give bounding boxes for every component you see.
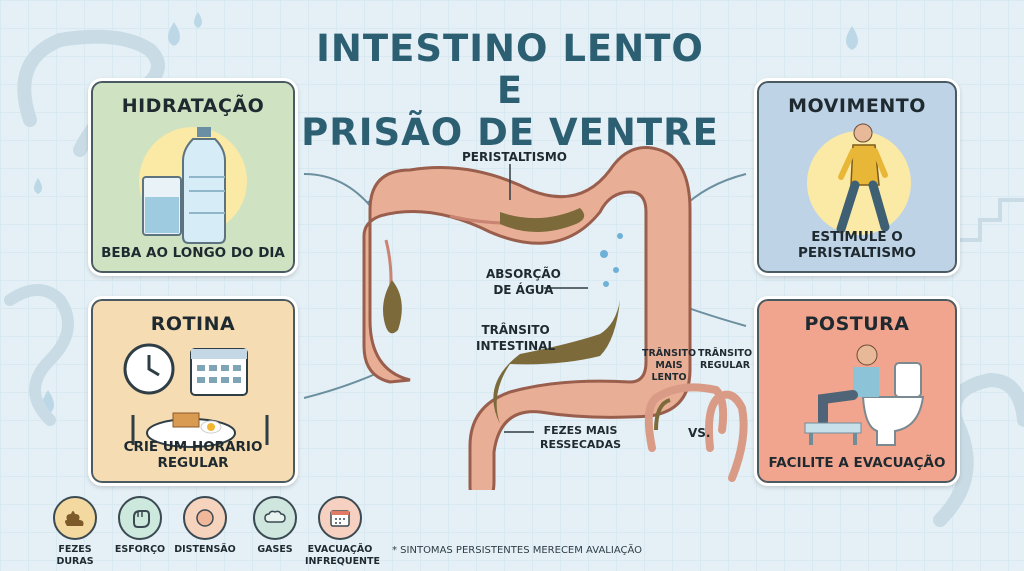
label-regular-line-2: REGULAR xyxy=(699,360,751,371)
label-vs: VS. xyxy=(688,426,711,440)
card-caption: BEBA AO LONGO DO DIA xyxy=(101,245,285,261)
label-transito-line-1: TRÂNSITO xyxy=(481,323,550,337)
water-drop-icon xyxy=(194,12,202,28)
gas-icon xyxy=(253,496,297,540)
stool-mass xyxy=(500,208,585,232)
card-movimento: MOVIMENTO ESTIMULE O PERISTALTISMO xyxy=(754,78,960,276)
card-rotina: ROTINA CRIE UM HORÁRIO REGULAR xyxy=(88,296,298,486)
label-fezes: FEZES MAIS RESSECADAS xyxy=(540,424,621,452)
card-heading: HIDRATAÇÃO xyxy=(121,95,265,117)
arrow-from-hidratacao xyxy=(303,173,373,209)
label-lento-line-3: LENTO xyxy=(651,372,687,383)
label-peristaltismo: PERISTALTISMO xyxy=(462,150,567,164)
symptom-label-line-1: ESFORÇO xyxy=(114,544,166,555)
label-transito-line-2: INTESTINAL xyxy=(476,339,556,353)
symptom-label: GASES xyxy=(240,544,310,556)
stool-mass xyxy=(493,300,620,424)
label-absorcao-line-1: ABSORÇÃO xyxy=(486,267,561,281)
water-drop-icon xyxy=(34,178,42,194)
symptom-label-line-2: DURAS xyxy=(56,556,94,567)
colon-outline-icon xyxy=(4,284,74,426)
stairs-icon xyxy=(960,198,1024,242)
calendar-icon xyxy=(318,496,362,540)
colon-shape xyxy=(362,146,692,490)
arrow-from-rotina xyxy=(303,371,381,399)
symptom-label-line-2: INFREQUENTE xyxy=(305,556,380,567)
toilet-squat-icon xyxy=(804,344,925,446)
title-line-1: INTESTINO LENTO E xyxy=(316,27,704,112)
symptom-label-line-1: FEZES xyxy=(58,544,92,555)
label-absorcao: ABSORÇÃO DE ÁGUA xyxy=(486,266,561,298)
colon-mini-regular xyxy=(705,390,748,482)
symptom-gases: GASES xyxy=(240,496,310,556)
label-fezes-line-2: RESSECADAS xyxy=(540,438,622,451)
bloating-icon xyxy=(183,496,227,540)
label-transito: TRÂNSITO INTESTINAL xyxy=(476,322,555,354)
card-caption: FACILITE A EVACUAÇÃO xyxy=(768,455,946,471)
symptom-label-line-1: DISTENSÃO xyxy=(174,544,236,555)
label-transito-lento: TRÂNSITO MAIS LENTO xyxy=(642,348,696,384)
fist-icon xyxy=(118,496,162,540)
walking-person-icon xyxy=(836,123,890,234)
card-caption: ESTIMULE O PERISTALTISMO xyxy=(797,229,917,261)
label-fezes-line-1: FEZES MAIS xyxy=(543,424,618,437)
label-lento-line-2: MAIS xyxy=(655,360,683,371)
card-heading: MOVIMENTO xyxy=(788,95,926,117)
colon-diagram xyxy=(303,146,748,490)
symptom-esforco: ESFORÇO xyxy=(105,496,175,556)
symptom-label: ESFORÇO xyxy=(105,544,175,556)
symptom-label-line-1: GASES xyxy=(257,544,293,555)
card-caption: CRIE UM HORÁRIO REGULAR xyxy=(123,439,263,471)
label-absorcao-line-2: DE ÁGUA xyxy=(493,283,554,297)
label-lento-line-1: TRÂNSITO xyxy=(642,348,697,359)
stool-icon xyxy=(53,496,97,540)
symptom-label-line-1: EVACUAÇÃO xyxy=(307,544,373,555)
card-postura: POSTURA FACILITE A EVACUAÇÃO xyxy=(754,296,960,486)
water-bottle-icon xyxy=(142,127,226,244)
symptom-distensao: DISTENSÃO xyxy=(170,496,240,556)
card-heading: ROTINA xyxy=(150,313,236,335)
water-drops xyxy=(600,233,623,287)
colon-mini-lento xyxy=(644,383,728,452)
label-transito-regular: TRÂNSITO REGULAR xyxy=(698,348,752,372)
stool-mass xyxy=(383,280,402,334)
water-drop-icon xyxy=(846,26,858,50)
card-hidratacao: HIDRATAÇÃO BEBA AO LONGO DO DIA xyxy=(88,78,298,276)
card-heading: POSTURA xyxy=(804,313,910,335)
clock-calendar-icon xyxy=(123,343,269,448)
footnote: * SINTOMAS PERSISTENTES MERECEM AVALIAÇÃ… xyxy=(392,545,642,556)
label-regular-line-1: TRÂNSITO xyxy=(698,348,753,359)
water-drop-icon xyxy=(168,22,180,46)
symptom-label: DISTENSÃO xyxy=(170,544,240,556)
